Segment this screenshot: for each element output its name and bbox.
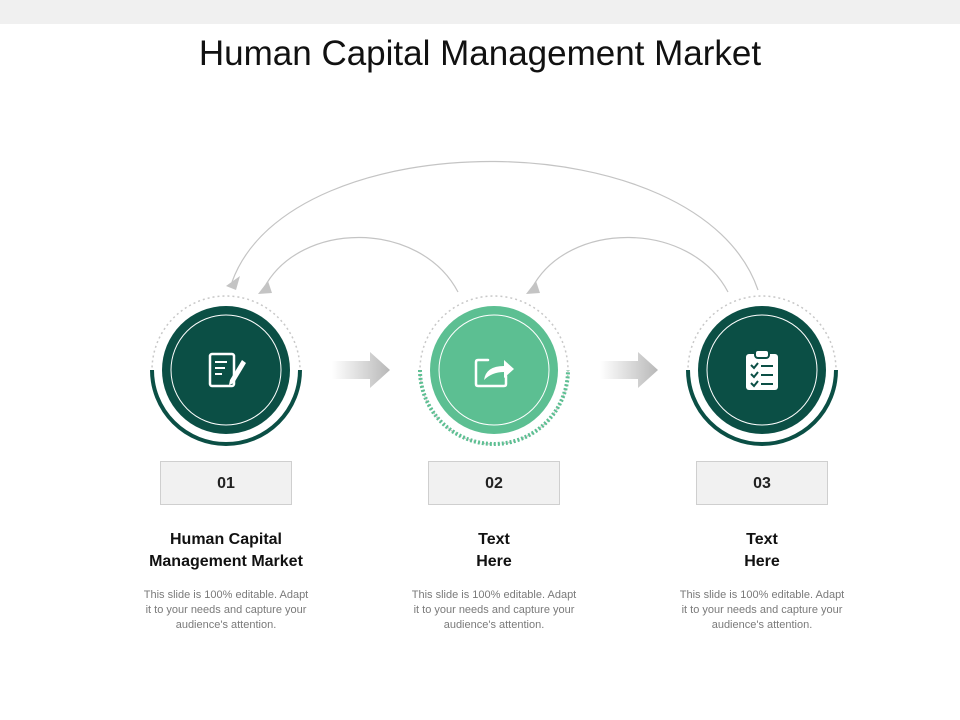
step-2-desc-line3: audience's attention. <box>443 619 545 631</box>
top-bar <box>0 0 960 24</box>
document-edit-icon <box>208 352 246 388</box>
step-3-number-box: 03 <box>696 461 828 505</box>
step-3-title: Text Here <box>652 529 872 573</box>
step-1-title-line1: Human Capital <box>169 531 282 548</box>
step-3-desc-line1: This slide is 100% editable. Adapt <box>679 589 845 601</box>
step-1-title: Human Capital Management Market <box>116 529 336 573</box>
loop-arrow-3-to-2 <box>526 236 729 294</box>
step-2-title: Text Here <box>384 529 604 573</box>
step-1-desc-line2: it to your needs and capture your <box>145 604 307 616</box>
step-2-title-line1: Text <box>478 531 510 548</box>
loop-arrow-3-to-1 <box>226 160 759 291</box>
step-2-desc-line1: This slide is 100% editable. Adapt <box>411 589 577 601</box>
step-2-number-box: 02 <box>428 461 560 505</box>
share-forward-icon <box>474 358 514 388</box>
slide-title: Human Capital Management Market <box>198 34 762 73</box>
loop-arrow-2-to-1 <box>258 236 459 294</box>
arrow-2-to-3 <box>600 352 658 388</box>
step-1-desc-line3: audience's attention. <box>175 619 277 631</box>
step-3-desc-line2: it to your needs and capture your <box>681 604 843 616</box>
step-2-desc-line2: it to your needs and capture your <box>413 604 575 616</box>
step-3-description: This slide is 100% editable. Adapt it to… <box>660 588 864 633</box>
step-1-description: This slide is 100% editable. Adapt it to… <box>124 588 328 633</box>
step-3-desc-line3: audience's attention. <box>711 619 813 631</box>
step-3-title-line2: Here <box>744 553 780 570</box>
step-1-circle <box>150 295 302 446</box>
step-1-title-line2: Management Market <box>149 553 303 570</box>
step-2-description: This slide is 100% editable. Adapt it to… <box>392 588 596 633</box>
step-1-desc-line1: This slide is 100% editable. Adapt <box>143 589 309 601</box>
step-2-title-line2: Here <box>476 553 512 570</box>
arrow-1-to-2 <box>332 352 390 388</box>
clipboard-checklist-icon <box>746 349 778 390</box>
step-1-number-box: 01 <box>160 461 292 505</box>
step-3-title-line1: Text <box>746 531 778 548</box>
